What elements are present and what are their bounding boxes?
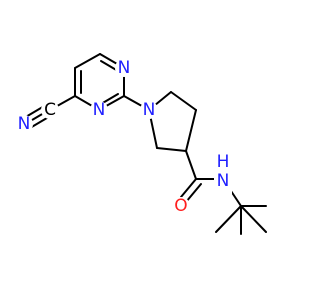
- bond-n3-c2-double: [100, 93, 119, 105]
- tert-butyl-group: [215, 205, 267, 235]
- atom-n-nitrile: N: [18, 114, 31, 134]
- bond-carbonyl-o-1: [180, 178, 197, 198]
- atom-bg-n-pyrrolidine: [140, 101, 158, 119]
- atom-n-pyrimidine-bottom: N: [93, 100, 106, 120]
- bond-cb-cc: [185, 109, 197, 152]
- bond-ca-cb: [170, 91, 197, 111]
- bond-c6-c5: [74, 53, 101, 69]
- atom-o-carbonyl: O: [174, 196, 187, 216]
- bond-carbonyl-o-2: [185, 183, 202, 203]
- atom-bg-c-nitrile: [41, 101, 59, 119]
- atom-n-amide: N: [217, 171, 230, 191]
- atom-n-pyrrolidine: N: [143, 100, 156, 120]
- bond-cc-cd: [156, 147, 187, 152]
- atom-bg-n-nitrile: [15, 115, 33, 133]
- atom-bg-n-amide: [214, 165, 232, 197]
- atom-bg-o-carbonyl: [172, 197, 190, 215]
- bond-cquat-me3: [215, 205, 242, 233]
- bond-cquat-me4: [240, 205, 267, 233]
- atom-bg-n-pyrimidine-top: [115, 59, 133, 77]
- atom-c-nitrile: C: [44, 100, 56, 120]
- atom-n-pyrimidine-top: N: [118, 58, 131, 78]
- atom-bg-n-pyrimidine-bottom: [90, 101, 108, 119]
- molecule-structure: N N C N N O H N: [0, 0, 300, 300]
- atom-h-amide: H: [217, 152, 230, 172]
- atom-labels: N N C N N O H N: [15, 58, 232, 216]
- canvas-background: [0, 0, 300, 300]
- bond-cc-ccarbonyl: [185, 150, 197, 180]
